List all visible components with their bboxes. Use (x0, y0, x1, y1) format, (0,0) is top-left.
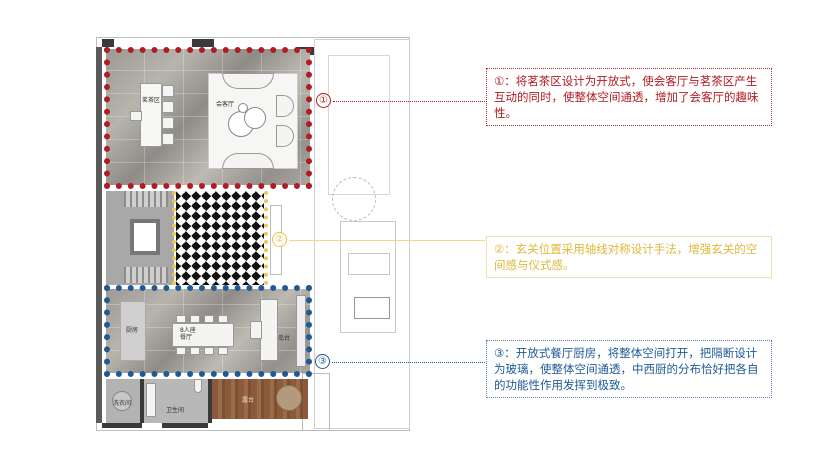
garden-arc (332, 177, 376, 221)
wall (208, 379, 212, 423)
terrace-rug (276, 385, 302, 411)
zone-1-marker[interactable]: ① (316, 93, 331, 108)
elevator-shaft (354, 297, 390, 319)
armchair (276, 125, 294, 147)
room-label-island: 岛台 (278, 335, 291, 342)
zone-3-boundary[interactable] (104, 285, 312, 377)
wall (102, 423, 142, 428)
side-room-outline-2 (340, 221, 396, 333)
zone-2-marker[interactable]: ② (272, 232, 287, 247)
coffee-table (244, 107, 266, 129)
chair (190, 315, 200, 323)
side-corridor-outline (314, 39, 410, 429)
elevator (130, 219, 160, 255)
side-cabinet (296, 295, 306, 367)
chair (190, 347, 200, 355)
wall (192, 39, 214, 47)
zone-2-boundary[interactable] (172, 191, 268, 285)
armchair (276, 95, 294, 117)
chair (162, 101, 174, 113)
toilet (194, 379, 202, 393)
chair (218, 315, 228, 323)
room-label-terrace: 露台 (242, 397, 255, 404)
chair (204, 315, 214, 323)
washing-machine (112, 391, 132, 411)
vanity (146, 383, 156, 417)
wall (140, 379, 144, 423)
chair (130, 111, 142, 121)
room-label-reception: 会客厅 (216, 101, 235, 108)
island-stool (250, 321, 262, 339)
wall (162, 423, 208, 428)
dining-table (172, 323, 234, 347)
side-table (238, 103, 248, 113)
chair (218, 347, 228, 355)
zone-1-note: ①：将茗茶区设计为开放式，使会客厅与茗茶区产生互动的同时，使整体空间通透，增加了… (486, 68, 772, 126)
chair (176, 347, 186, 355)
wall (102, 39, 114, 47)
zone-3-marker[interactable]: ③ (315, 354, 330, 369)
chair (204, 347, 214, 355)
kitchen-counter (120, 301, 146, 361)
room-label-bathroom: 卫生间 (166, 407, 185, 414)
room-label-kitchen: 厨房 (126, 327, 139, 334)
stairs (124, 267, 168, 283)
side-room-outline (328, 55, 390, 195)
floor-plan: 茗茶区 会客厅 厨房 8人座 餐厅 岛台 洗衣间 卫生间 露台 (96, 33, 416, 431)
room-label-tea-area: 茗茶区 (142, 97, 161, 104)
room-label-laundry: 洗衣间 (113, 400, 132, 407)
chair (162, 85, 174, 97)
stairs (124, 191, 168, 207)
zone-1-leader-line (333, 101, 485, 102)
chair (162, 117, 174, 129)
zone-2-note: ②：玄关位置采用轴线对称设计手法，增强玄关的空间感与仪式感。 (486, 236, 772, 278)
zone-3-leader-line (332, 362, 485, 363)
wall-left (96, 47, 102, 423)
zone-2-leader-line (289, 240, 485, 241)
zone-1-boundary[interactable] (104, 47, 312, 189)
chair (162, 133, 174, 145)
room-label-dining: 8人座 餐厅 (180, 327, 196, 341)
foyer-floor-pattern (176, 191, 264, 285)
side-room-outline-3 (348, 253, 390, 275)
chair (176, 315, 186, 323)
zone-3-note: ③：开放式餐厅厨房，将整体空间打开，把隔断设计为玻璃，使整体空间通透，中西厨的分… (486, 340, 772, 398)
